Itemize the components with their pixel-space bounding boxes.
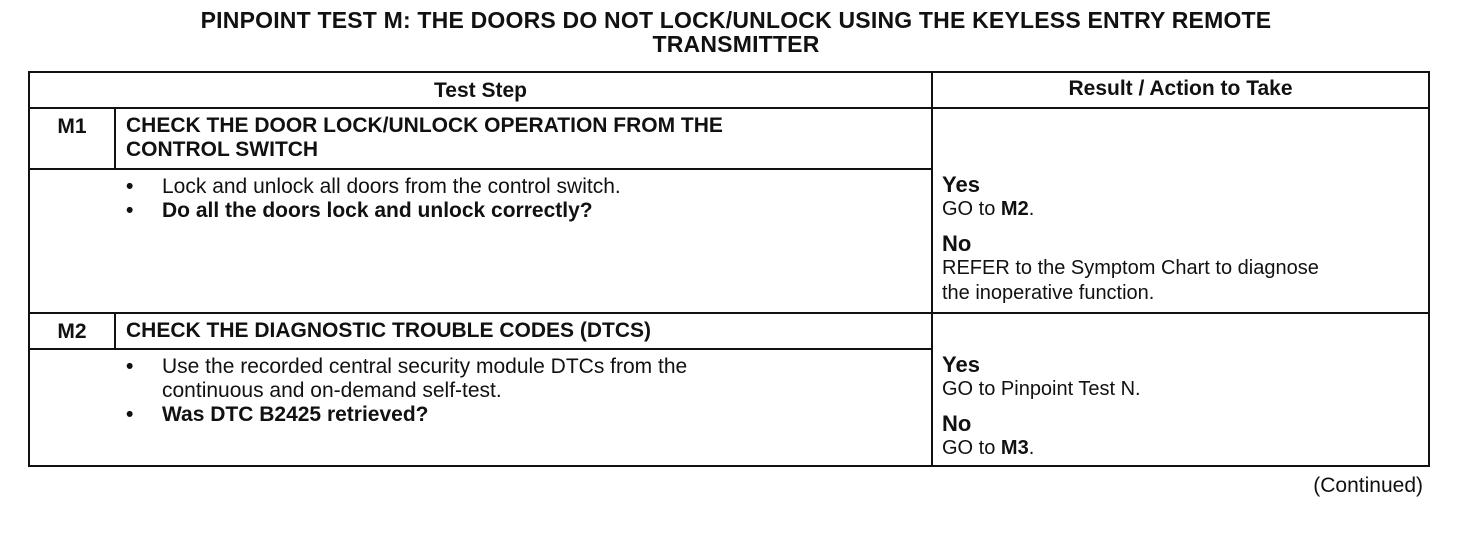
step-bullets-m1: Lock and unlock all doors from the contr… <box>126 175 916 223</box>
page-title: PINPOINT TEST M: THE DOORS DO NOT LOCK/U… <box>0 8 1472 56</box>
pinpoint-test-table: Test Step Result / Action to Take M1 CHE… <box>28 71 1430 467</box>
step-bullets-m2: Use the recorded central security module… <box>126 355 916 427</box>
step-id-m2: M2 <box>57 320 87 343</box>
no-action: GO to M3. <box>942 437 1035 459</box>
step-title-underline <box>30 348 931 350</box>
yes-label: Yes <box>942 352 980 377</box>
result-m1: Yes GO to M2. No REFER to the Symptom Ch… <box>942 172 1426 306</box>
list-item-question: Do all the doors lock and unlock correct… <box>126 199 916 223</box>
no-action: REFER to the Symptom Chart to diagnose t… <box>942 257 1319 304</box>
header-test-step: Test Step <box>434 79 527 102</box>
step-title-m1: CHECK THE DOOR LOCK/UNLOCK OPERATION FRO… <box>126 114 723 161</box>
column-divider <box>931 73 933 465</box>
yes-label: Yes <box>942 172 980 197</box>
step-id-m1: M1 <box>57 115 87 138</box>
list-item: Use the recorded central security module… <box>126 355 916 403</box>
yes-action: GO to M2. <box>942 198 1035 220</box>
step-id-divider <box>114 314 116 349</box>
no-label: No <box>942 231 972 256</box>
result-m2: Yes GO to Pinpoint Test N. No GO to M3. <box>942 352 1426 461</box>
title-line-1: PINPOINT TEST M: THE DOORS DO NOT LOCK/U… <box>200 7 1272 33</box>
step-title-underline <box>30 168 931 170</box>
header-divider <box>30 107 1428 109</box>
row-divider <box>30 312 1428 314</box>
step-id-divider <box>114 109 116 169</box>
list-item-question: Was DTC B2425 retrieved? <box>126 403 916 427</box>
step-title-m2: CHECK THE DIAGNOSTIC TROUBLE CODES (DTCS… <box>126 319 651 342</box>
header-result: Result / Action to Take <box>1068 77 1293 100</box>
title-line-2: TRANSMITTER <box>652 31 820 57</box>
list-item: Lock and unlock all doors from the contr… <box>126 175 916 199</box>
no-label: No <box>942 411 972 436</box>
yes-action: GO to Pinpoint Test N. <box>942 378 1141 400</box>
continued-note: (Continued) <box>1313 474 1423 497</box>
